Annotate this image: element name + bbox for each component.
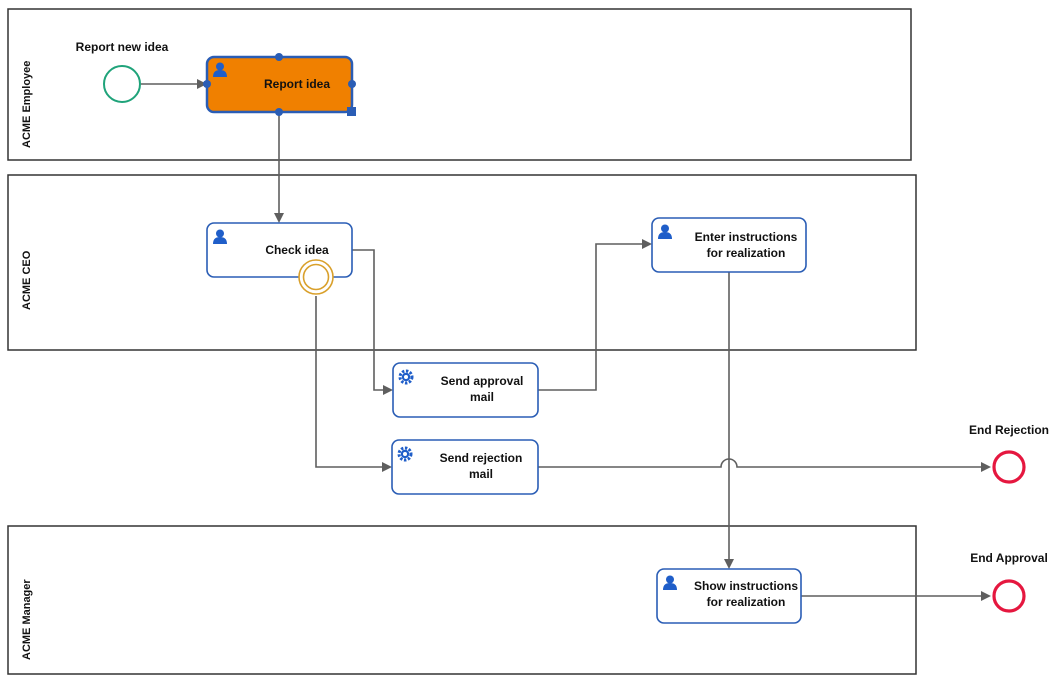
start-event-report-new-idea[interactable]: Report new idea [76,40,169,103]
task-check-idea-label: Check idea [265,243,329,257]
task-send-approval-mail[interactable]: Send approval mail [392,362,539,418]
boundary-event-check-idea[interactable] [298,259,334,295]
selection-handle-top[interactable] [275,53,283,61]
start-event-label: Report new idea [76,40,169,54]
lane-label-ceo: ACME CEO [21,250,33,310]
task-send-rejection-line2: mail [469,467,493,481]
task-show-instructions-line2: for realization [707,595,786,609]
lane-label-employee: ACME Employee [21,61,33,148]
task-report-idea-label: Report idea [264,77,330,91]
flow-boundary-to-send-rejection[interactable] [315,296,392,472]
flow-check-to-send-approval[interactable] [352,249,393,395]
selection-handle-right[interactable] [348,80,356,88]
end-approval-label: End Approval [970,551,1048,565]
sequence-flows [141,79,991,601]
task-report-idea[interactable]: Report idea [203,53,356,116]
task-enter-instructions-line1: Enter instructions [695,230,798,244]
selection-handle-bottom[interactable] [275,108,283,116]
task-send-approval-line2: mail [470,390,494,404]
task-enter-instructions-line2: for realization [707,246,786,260]
task-send-rejection-mail[interactable]: Send rejection mail [391,439,539,495]
task-enter-instructions[interactable]: Enter instructions for realization [651,217,807,273]
end-event-rejection[interactable]: End Rejection [969,423,1049,484]
flow-send-rejection-to-end-rejection[interactable] [538,458,991,472]
end-event-approval[interactable]: End Approval [970,551,1048,613]
flow-send-approval-to-enter[interactable] [538,239,652,391]
task-send-approval-line1: Send approval [441,374,524,388]
selection-handles[interactable] [203,53,356,116]
end-rejection-label: End Rejection [969,423,1049,437]
task-show-instructions[interactable]: Show instructions for realization [656,568,802,624]
task-send-rejection-line1: Send rejection [440,451,523,465]
task-show-instructions-line1: Show instructions [694,579,798,593]
resize-handle[interactable] [347,107,356,116]
lane-label-manager: ACME Manager [21,579,33,660]
selection-handle-left[interactable] [203,80,211,88]
